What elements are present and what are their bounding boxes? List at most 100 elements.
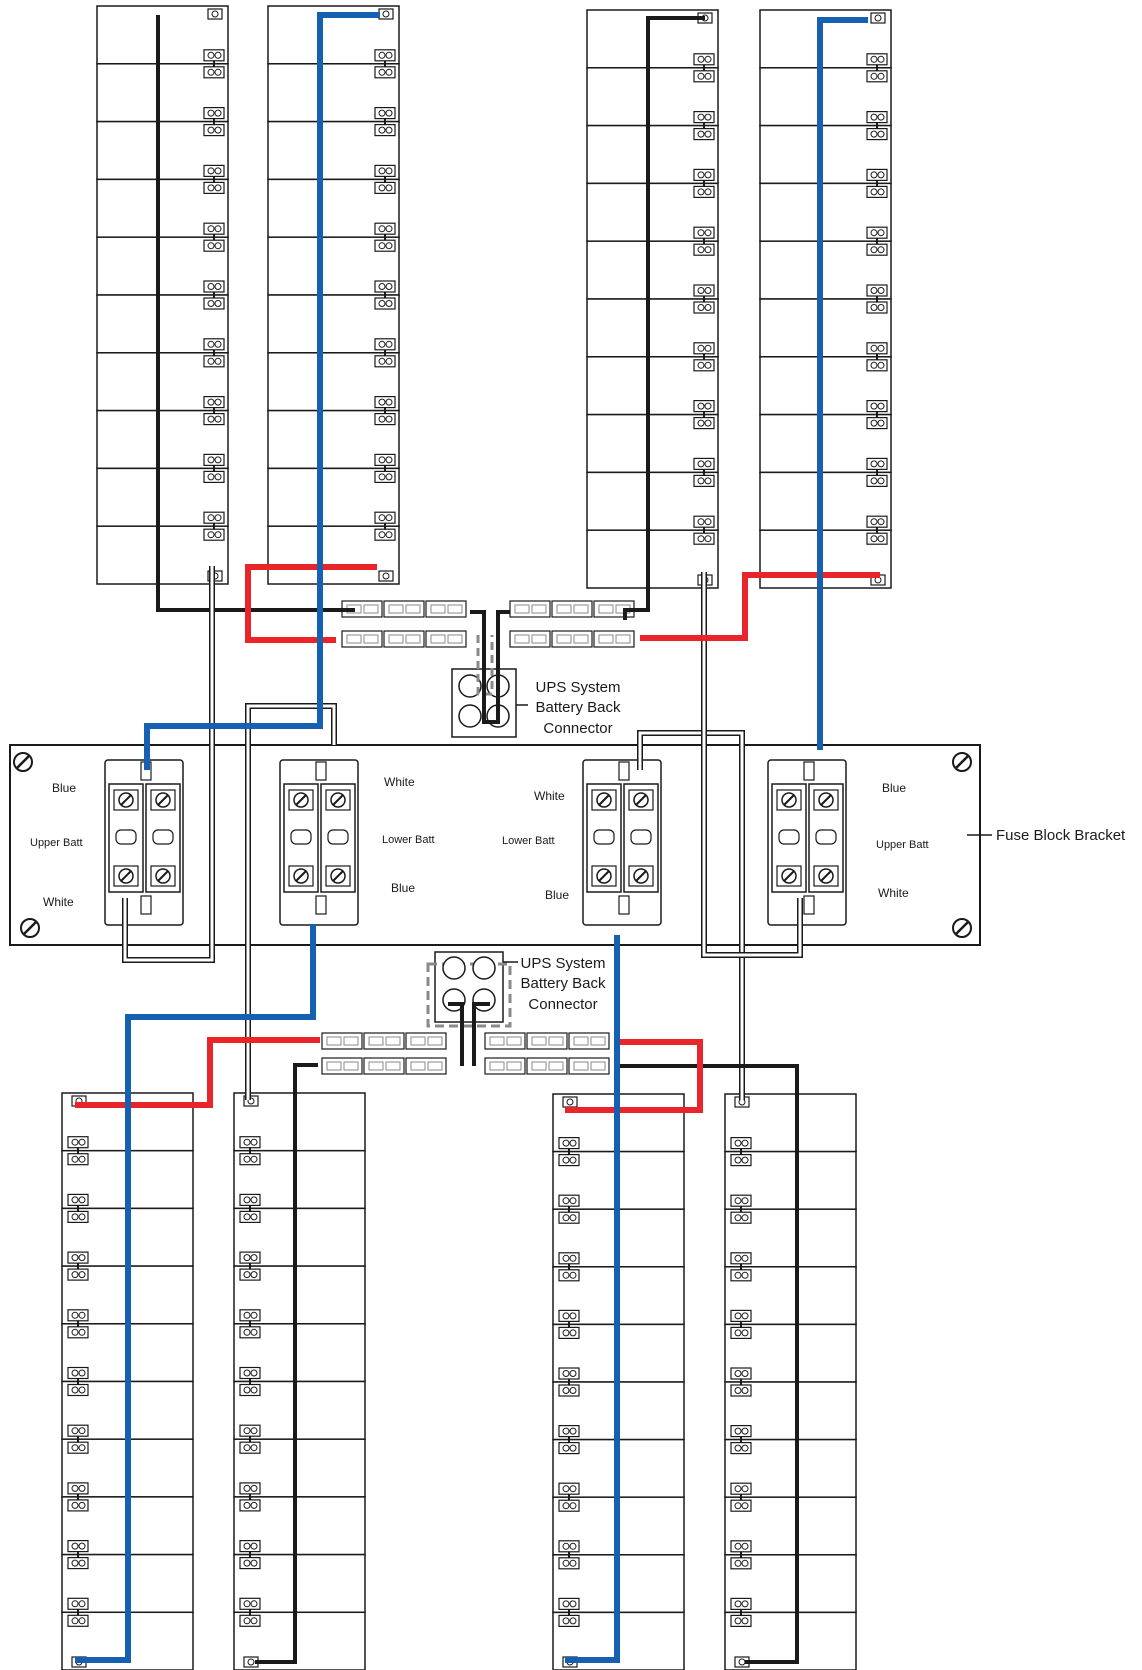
bracket-screw-icon <box>20 918 40 938</box>
fuse-block <box>104 759 184 926</box>
wire-connector <box>484 1032 526 1050</box>
battery-string <box>724 1093 857 1670</box>
battery-terminal-icon <box>730 1597 752 1628</box>
battery-terminal-icon <box>67 1482 89 1512</box>
battery-terminal-icon <box>693 515 715 545</box>
callout-upper-line3: Connector <box>543 720 612 737</box>
wire-connector <box>321 1032 363 1050</box>
fb2-top-label: White <box>384 775 415 789</box>
battery-terminal-icon <box>239 1482 261 1512</box>
battery-terminal-icon <box>558 1424 580 1455</box>
battery-terminal-icon <box>866 53 888 83</box>
wire-connector <box>551 630 593 648</box>
battery-terminal-icon <box>67 1251 89 1281</box>
wire-connector <box>568 1057 610 1075</box>
battery-terminal-icon <box>558 1309 580 1340</box>
white-wire <box>246 704 336 1100</box>
battery-terminal-icon <box>693 457 715 487</box>
battery-terminal-icon <box>866 342 888 372</box>
ups-connector-lower <box>426 951 518 1062</box>
battery-terminal-icon <box>239 1193 261 1224</box>
battery-terminal-icon <box>374 164 396 194</box>
battery-terminal-icon <box>693 284 715 314</box>
red-wire <box>245 564 377 643</box>
battery-terminal-icon <box>866 226 888 256</box>
fb1-mid-label: Upper Batt <box>30 837 83 849</box>
battery-terminal-icon <box>866 168 888 198</box>
wire-connector <box>509 630 551 648</box>
battery-terminal-icon <box>239 1309 261 1339</box>
black-wire <box>156 15 355 612</box>
battery-string <box>96 5 229 585</box>
wire-connector <box>363 1057 405 1075</box>
blue-wire <box>144 12 380 770</box>
battery-terminal-icon <box>562 1096 578 1108</box>
battery-terminal-icon <box>866 457 888 487</box>
battery-terminal-icon <box>374 453 396 483</box>
white-wire <box>638 731 744 1100</box>
battery-terminal-icon <box>203 280 225 310</box>
wire-connector <box>425 600 467 618</box>
battery-terminal-icon <box>67 1366 89 1397</box>
battery-terminal-icon <box>374 396 396 426</box>
battery-terminal-icon <box>730 1136 752 1167</box>
battery-terminal-icon <box>558 1367 580 1397</box>
fuse-labels: Blue Upper Batt White White Lower Batt B… <box>30 775 929 909</box>
battery-terminal-icon <box>558 1136 580 1167</box>
battery-string <box>267 5 400 585</box>
battery-strings <box>61 5 892 1670</box>
battery-terminal-icon <box>693 342 715 372</box>
battery-terminal-icon <box>374 49 396 79</box>
battery-terminal-icon <box>378 570 394 582</box>
battery-terminal-icon <box>374 511 396 541</box>
black-wire <box>623 16 705 620</box>
battery-terminal-icon <box>378 8 394 20</box>
fb2-bottom-label: Blue <box>391 881 415 895</box>
white-wire <box>702 572 802 957</box>
callout-lower-line1: UPS System <box>520 955 605 972</box>
battery-terminal-icon <box>67 1193 89 1224</box>
battery-terminal-icon <box>67 1424 89 1454</box>
battery-terminal-icon <box>558 1597 580 1628</box>
battery-string <box>759 9 892 589</box>
battery-terminal-icon <box>374 106 396 137</box>
battery-terminal-icon <box>866 400 888 430</box>
battery-terminal-icon <box>730 1482 752 1512</box>
wire-connector <box>405 1032 447 1050</box>
wire-connector <box>593 630 635 648</box>
battery-terminal-icon <box>374 338 396 368</box>
wire-connector <box>568 1032 610 1050</box>
battery-terminal-icon <box>67 1597 89 1627</box>
wire-connector <box>405 1057 447 1075</box>
battery-terminal-icon <box>239 1366 261 1397</box>
battery-terminal-icon <box>870 12 886 24</box>
wire-connector <box>509 600 551 618</box>
fuse-block <box>767 759 847 926</box>
black-wire <box>620 1064 799 1664</box>
bracket-label: Fuse Block Bracket <box>996 827 1126 844</box>
callout-lower-line2: Battery Back <box>520 975 606 992</box>
battery-terminal-icon <box>203 453 225 483</box>
bracket-callout: Fuse Block Bracket <box>967 827 1126 844</box>
fb4-bottom-label: White <box>878 886 909 900</box>
callout-lower: UPS System Battery Back Connector <box>520 955 606 1013</box>
battery-terminal-icon <box>203 222 225 252</box>
fb4-top-label: Blue <box>882 781 906 795</box>
battery-terminal-icon <box>239 1597 261 1627</box>
wire-connector <box>341 630 383 648</box>
fb1-bottom-label: White <box>43 895 74 909</box>
bracket-screw-icon <box>13 752 33 772</box>
battery-terminal-icon <box>558 1540 580 1570</box>
battery-terminal-icon <box>239 1539 261 1570</box>
fb3-mid-label: Lower Batt <box>502 835 555 847</box>
battery-terminal-icon <box>730 1367 752 1397</box>
fb3-bottom-label: Blue <box>545 888 569 902</box>
wire-connector <box>383 600 425 618</box>
bracket-screw-icon <box>952 752 972 772</box>
wire-connector <box>425 630 467 648</box>
fb1-top-label: Blue <box>52 781 76 795</box>
battery-terminal-icon <box>239 1136 261 1166</box>
fb3-top-label: White <box>534 789 565 803</box>
battery-terminal-icon <box>203 49 225 79</box>
